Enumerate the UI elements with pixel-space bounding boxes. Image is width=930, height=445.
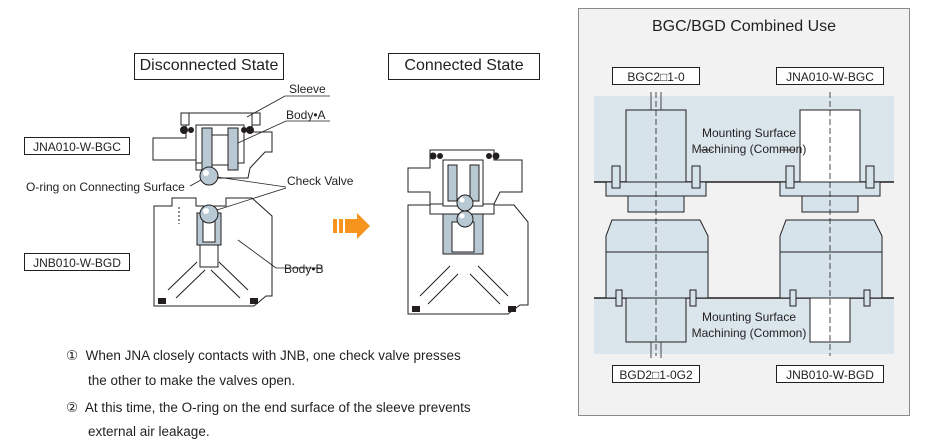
sleeve-callout: Sleeve [289,82,326,96]
note-2-text-1: At this time, the O-ring on the end surf… [84,400,471,415]
mount-top-line-1: Mounting Surface [701,126,797,140]
bgd-label: BGD2□1-0G2 [612,365,700,383]
combined-use-title: BGC/BGD Combined Use [651,18,837,35]
oring-callout: O-ring on Connecting Surface [26,180,185,194]
bgc-label: BGC2□1-0 [612,67,700,85]
note-1-marker: ① [66,348,79,363]
mount-top-line-2: Machining (Common) [691,142,807,156]
body-a-inner [195,124,245,171]
body-a-callout: Body•A [286,108,326,122]
note-1-line-2: the other to make the valves open. [88,373,296,388]
mount-bottom-line-1: Mounting Surface [701,310,797,324]
note-2-marker: ② [66,400,79,415]
jna-combined-label: JNA010-W-BGC [776,67,884,85]
connected-state-title: Connected State [388,53,540,80]
disconnected-state-title: Disconnected State [134,53,284,80]
jnb-label: JNB010-W-BGD [24,253,130,271]
body-b-callout: Body•B [284,262,324,276]
transition-arrow-icon [333,213,370,239]
note-2-line-2: external air leakage. [88,424,210,439]
note-2-line-1: ② At this time, the O-ring on the end su… [66,396,471,420]
jna-label: JNA010-W-BGC [24,137,130,155]
sleeve-spring [180,126,254,134]
jnb-combined-label: JNB010-W-BGD [776,365,884,383]
mount-bottom-line-2: Machining (Common) [691,326,807,340]
note-1-line-1: ① When JNA closely contacts with JNB, on… [66,344,461,368]
check-valve-callout: Check Valve [287,174,354,188]
note-1-text-1: When JNA closely contacts with JNB, one … [85,348,461,363]
